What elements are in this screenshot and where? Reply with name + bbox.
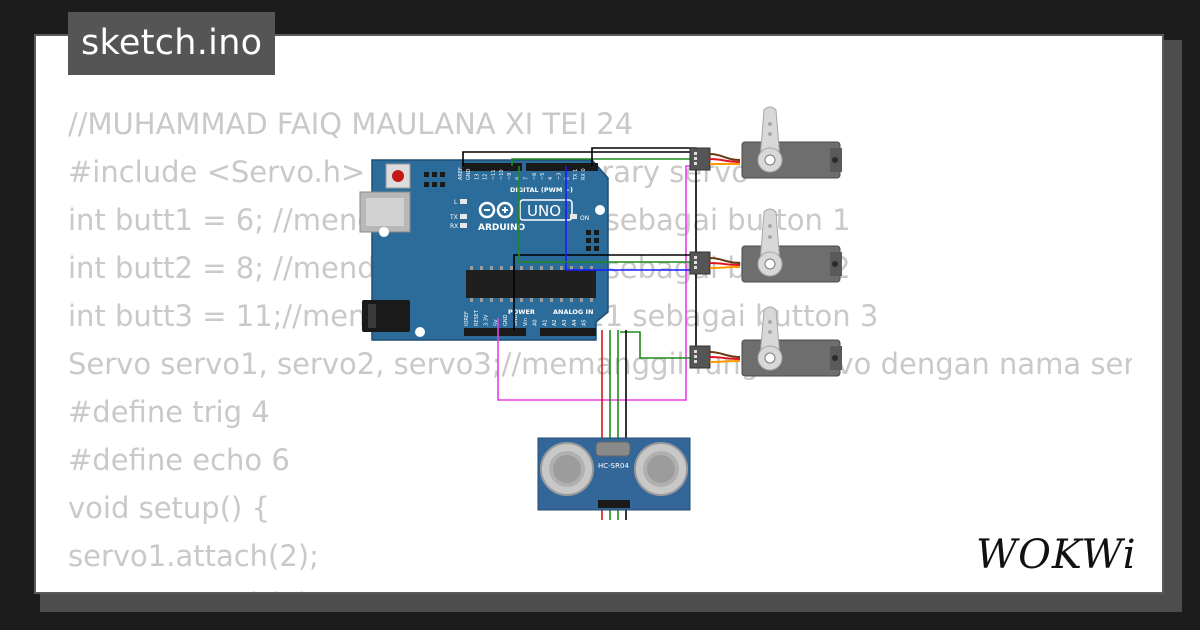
bottom-pin-label: GND bbox=[513, 314, 519, 326]
code-line: #define echo 6 bbox=[68, 443, 290, 477]
wokwi-logo-text: WOKWi bbox=[976, 532, 1137, 576]
digital-header-label: DIGITAL (PWM ~) bbox=[510, 186, 573, 194]
code-line: #define trig 4 bbox=[68, 395, 270, 429]
top-pin-label: TX 1 bbox=[573, 169, 579, 181]
top-pin-label: ~6 bbox=[532, 173, 538, 180]
rx-led-label: RX bbox=[450, 223, 458, 230]
tx-led-label: TX bbox=[449, 214, 458, 221]
top-pin-label: AREF bbox=[458, 167, 464, 180]
top-pin-label: 7 bbox=[524, 177, 530, 180]
code-line: void setup() { bbox=[68, 491, 270, 525]
on-led-label: ON bbox=[580, 215, 589, 222]
arduino-uno-board[interactable]: ARDUINO UNO DIGITAL (PWM ~) POWER ANALOG… bbox=[359, 159, 609, 341]
wire-green bbox=[620, 331, 690, 359]
wire-green bbox=[518, 166, 690, 263]
card-border-bottom bbox=[34, 592, 1164, 594]
bottom-pin-label: A5 bbox=[582, 319, 588, 326]
wire-blue bbox=[565, 166, 690, 271]
top-pin-label: GND bbox=[466, 168, 472, 180]
bottom-pin-label: 5V bbox=[493, 319, 499, 326]
servo-motor[interactable] bbox=[689, 208, 842, 283]
ultrasonic-sensor[interactable]: HC-SR04 bbox=[537, 437, 691, 511]
code-line: Servo servo1, servo2, servo3;//memanggil… bbox=[68, 347, 1132, 381]
wokwi-logo[interactable]: WOKWi bbox=[976, 528, 1148, 576]
sensor-model-label: HC-SR04 bbox=[598, 462, 629, 470]
top-pin-label: 2 bbox=[565, 177, 571, 180]
wire-black bbox=[462, 151, 690, 166]
arduino-infinity-logo bbox=[478, 201, 514, 219]
file-tab[interactable]: sketch.ino bbox=[68, 12, 276, 75]
wire-magenta bbox=[497, 165, 690, 401]
top-pin-label: ~11 bbox=[491, 169, 497, 180]
top-pin-label: ~10 bbox=[499, 169, 505, 180]
wire-black bbox=[513, 254, 690, 330]
bottom-pin-label: A2 bbox=[552, 319, 558, 326]
power-header-label: POWER bbox=[508, 308, 535, 316]
bottom-pin-label: A1 bbox=[542, 319, 548, 326]
bottom-pin-label: A3 bbox=[562, 319, 568, 326]
code-preview: //MUHAMMAD FAIQ MAULANA XI TEI 24 #inclu… bbox=[68, 100, 1132, 628]
top-pin-label: ~3 bbox=[556, 173, 562, 180]
top-pin-label: ~5 bbox=[540, 173, 546, 180]
servo-motor[interactable] bbox=[689, 306, 842, 377]
top-pin-label: RX 0 bbox=[581, 168, 587, 180]
board-model-label: UNO bbox=[527, 202, 561, 220]
top-pin-label: 13 bbox=[474, 174, 480, 180]
bottom-pin-label: 3.3V bbox=[484, 314, 490, 326]
top-pin-label: 4 bbox=[548, 177, 554, 180]
analog-header-label: ANALOG IN bbox=[553, 308, 593, 316]
bottom-pin-label: RESET bbox=[474, 309, 480, 326]
bottom-pin-label: Vin bbox=[523, 318, 529, 326]
board-brand-label: ARDUINO bbox=[478, 223, 526, 233]
bottom-pin-label: IOREF bbox=[464, 311, 470, 326]
bottom-pin-label: A0 bbox=[533, 319, 539, 326]
bottom-pin-label: A4 bbox=[572, 319, 578, 326]
card-shadow-bottom bbox=[40, 594, 1182, 612]
top-pin-label: 12 bbox=[483, 174, 489, 180]
top-pin-label: ~9 bbox=[507, 173, 513, 180]
servo-motor[interactable] bbox=[689, 106, 842, 179]
code-line: //MUHAMMAD FAIQ MAULANA XI TEI 24 bbox=[68, 107, 634, 141]
bottom-pin-label: GND bbox=[503, 314, 509, 326]
wire-green bbox=[511, 158, 690, 166]
l-led-label: L bbox=[454, 199, 458, 206]
code-line: servo1.attach(2); bbox=[68, 539, 319, 573]
